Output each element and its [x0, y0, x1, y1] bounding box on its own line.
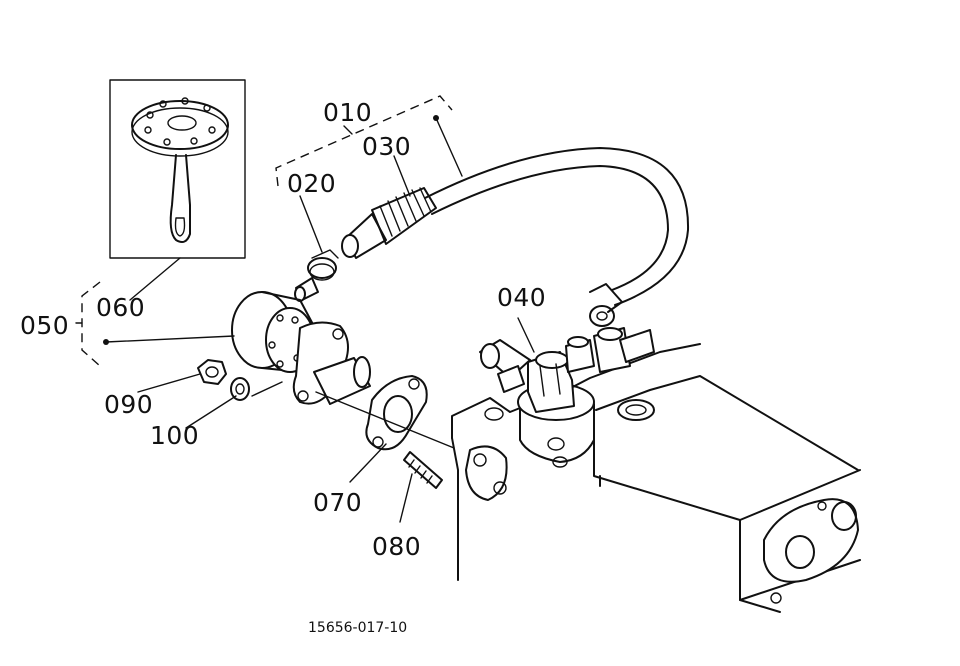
label-100: 100 — [150, 421, 199, 450]
inset-box — [109, 79, 246, 259]
label-010: 010 — [323, 98, 372, 127]
bracket-050 — [75, 281, 101, 367]
washer-icon — [230, 377, 250, 401]
fuel-hose — [341, 147, 690, 306]
leader-lines — [103, 115, 535, 523]
part-labels: 010 030 020 040 060 050 090 100 070 080 — [20, 98, 546, 561]
label-070: 070 — [313, 488, 362, 517]
label-030: 030 — [362, 132, 411, 161]
heater-assembly — [231, 291, 371, 405]
fuel-fittings — [479, 283, 655, 413]
heater-element-icon — [131, 97, 229, 243]
gasket-icon — [365, 375, 428, 451]
assembly-centerlines — [251, 381, 455, 449]
label-080: 080 — [372, 532, 421, 561]
stud-bolt-icon — [403, 451, 443, 489]
connector-nipple — [294, 277, 319, 302]
label-020: 020 — [287, 169, 336, 198]
label-050: 050 — [20, 311, 69, 340]
label-090: 090 — [104, 390, 153, 419]
nut-icon — [197, 359, 227, 385]
bracket-010 — [275, 95, 453, 187]
label-060: 060 — [96, 293, 145, 322]
hose-clip — [307, 249, 339, 281]
drawing-code: 15656-017-10 — [308, 620, 407, 636]
label-040: 040 — [497, 283, 546, 312]
